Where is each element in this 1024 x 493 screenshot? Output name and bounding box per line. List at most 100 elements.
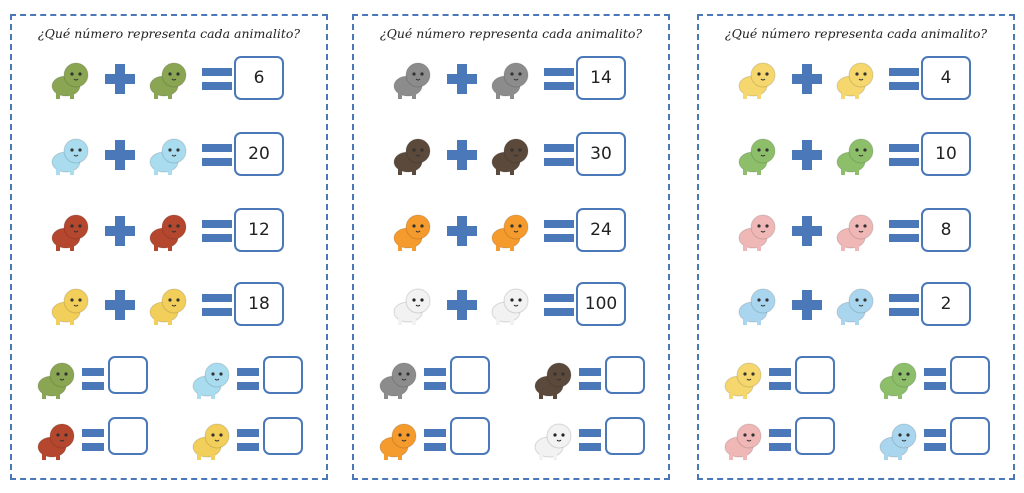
unknown-row: [32, 356, 172, 402]
equals-icon: [424, 368, 446, 390]
plus-icon: [792, 216, 822, 246]
equation-row: 4: [699, 56, 1013, 102]
turtle-icon: [144, 58, 192, 100]
elephant-icon: [874, 419, 922, 461]
unknown-row: [374, 417, 514, 463]
lion-icon: [46, 284, 94, 326]
equals-icon: [544, 220, 574, 242]
result-box: 10: [921, 132, 971, 176]
equation-row: 20: [12, 132, 326, 178]
equals-icon: [202, 144, 232, 166]
plus-icon: [447, 216, 477, 246]
answer-input[interactable]: [605, 356, 645, 394]
equals-icon: [889, 68, 919, 90]
equals-icon: [202, 68, 232, 90]
plus-icon: [105, 216, 135, 246]
plus-icon: [792, 290, 822, 320]
rabbit-icon: [831, 210, 879, 252]
lion-icon: [187, 419, 235, 461]
unknown-row: [32, 417, 172, 463]
octopus-icon: [32, 419, 80, 461]
equation-row: 14: [354, 56, 668, 102]
equals-icon: [769, 429, 791, 451]
frog-icon: [733, 134, 781, 176]
elephant-icon: [733, 284, 781, 326]
answer-input[interactable]: [108, 356, 148, 394]
answer-input[interactable]: [795, 356, 835, 394]
equals-icon: [82, 368, 104, 390]
panda-icon: [486, 284, 534, 326]
cat-icon: [733, 58, 781, 100]
equation-row: 24: [354, 208, 668, 254]
result-box: 8: [921, 208, 971, 252]
unknown-row: [719, 417, 859, 463]
elephant-icon: [831, 284, 879, 326]
rabbit-icon: [719, 419, 767, 461]
worksheet-panel: ¿Qué número representa cada animalito? 14…: [352, 14, 670, 480]
octopus-icon: [46, 210, 94, 252]
equals-icon: [544, 144, 574, 166]
lion-icon: [144, 284, 192, 326]
result-box: 6: [234, 56, 284, 100]
equals-icon: [579, 368, 601, 390]
equals-icon: [924, 429, 946, 451]
unknown-row: [529, 417, 669, 463]
hippo-icon: [187, 358, 235, 400]
equation-row: 12: [12, 208, 326, 254]
equals-icon: [924, 368, 946, 390]
plus-icon: [447, 64, 477, 94]
answer-input[interactable]: [108, 417, 148, 455]
panda-icon: [529, 419, 577, 461]
equals-icon: [82, 429, 104, 451]
equation-row: 6: [12, 56, 326, 102]
equation-row: 10: [699, 132, 1013, 178]
panda-icon: [388, 284, 436, 326]
equals-icon: [889, 220, 919, 242]
equals-icon: [544, 68, 574, 90]
turtle-icon: [32, 358, 80, 400]
result-box: 20: [234, 132, 284, 176]
answer-input[interactable]: [605, 417, 645, 455]
result-box: 30: [576, 132, 626, 176]
raccoon-icon: [486, 58, 534, 100]
answer-input[interactable]: [450, 356, 490, 394]
plus-icon: [105, 290, 135, 320]
unknown-row: [719, 356, 859, 402]
cat-icon: [719, 358, 767, 400]
answer-input[interactable]: [950, 356, 990, 394]
equals-icon: [237, 368, 259, 390]
result-box: 18: [234, 282, 284, 326]
result-box: 2: [921, 282, 971, 326]
hippo-icon: [46, 134, 94, 176]
beaver-icon: [486, 134, 534, 176]
result-box: 24: [576, 208, 626, 252]
panel-title: ¿Qué número representa cada animalito?: [379, 26, 643, 41]
equals-icon: [237, 429, 259, 451]
equals-icon: [889, 294, 919, 316]
answer-input[interactable]: [450, 417, 490, 455]
cat-icon: [831, 58, 879, 100]
plus-icon: [447, 290, 477, 320]
unknown-row: [529, 356, 669, 402]
equals-icon: [579, 429, 601, 451]
equals-icon: [769, 368, 791, 390]
turtle-icon: [46, 58, 94, 100]
answer-input[interactable]: [263, 417, 303, 455]
unknown-row: [874, 356, 1014, 402]
result-box: 14: [576, 56, 626, 100]
plus-icon: [792, 64, 822, 94]
result-box: 12: [234, 208, 284, 252]
equals-icon: [202, 294, 232, 316]
answer-input[interactable]: [795, 417, 835, 455]
plus-icon: [105, 140, 135, 170]
answer-input[interactable]: [263, 356, 303, 394]
rabbit-icon: [733, 210, 781, 252]
plus-icon: [105, 64, 135, 94]
equation-row: 8: [699, 208, 1013, 254]
equation-row: 30: [354, 132, 668, 178]
equation-row: 18: [12, 282, 326, 328]
answer-input[interactable]: [950, 417, 990, 455]
clownfish-icon: [374, 419, 422, 461]
equals-icon: [424, 429, 446, 451]
